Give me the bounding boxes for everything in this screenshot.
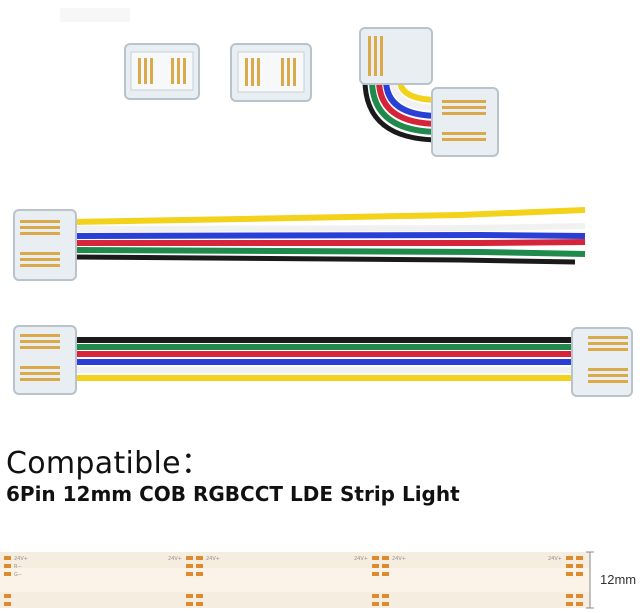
pad-label: R− [14, 564, 22, 570]
strip-width-label: 12mm [600, 572, 637, 587]
straight-connector-small [124, 43, 200, 100]
l-shaped-connector [359, 27, 499, 157]
straight-connector-large [230, 43, 312, 102]
caption-subtitle: 6Pin 12mm COB RGBCCT LDE Strip Light [6, 482, 460, 506]
pad-label: 24V+ [206, 556, 220, 562]
pad-label: 24V+ [392, 556, 406, 562]
pad-label: 24V+ [354, 556, 368, 562]
cob-led-strip: 24V+ R− G− 24V+ 24V+ 24V+ 24V+ 24V+ [0, 551, 594, 609]
pad-label: G− [14, 572, 22, 578]
pad-label: 24V+ [548, 556, 562, 562]
pigtail-cable [13, 207, 586, 281]
pad-label: 24V+ [168, 556, 182, 562]
watermark [60, 8, 130, 22]
double-end-cable [13, 325, 633, 397]
caption-title: Compatible： [6, 446, 212, 481]
pad-label: 24V+ [14, 556, 28, 562]
